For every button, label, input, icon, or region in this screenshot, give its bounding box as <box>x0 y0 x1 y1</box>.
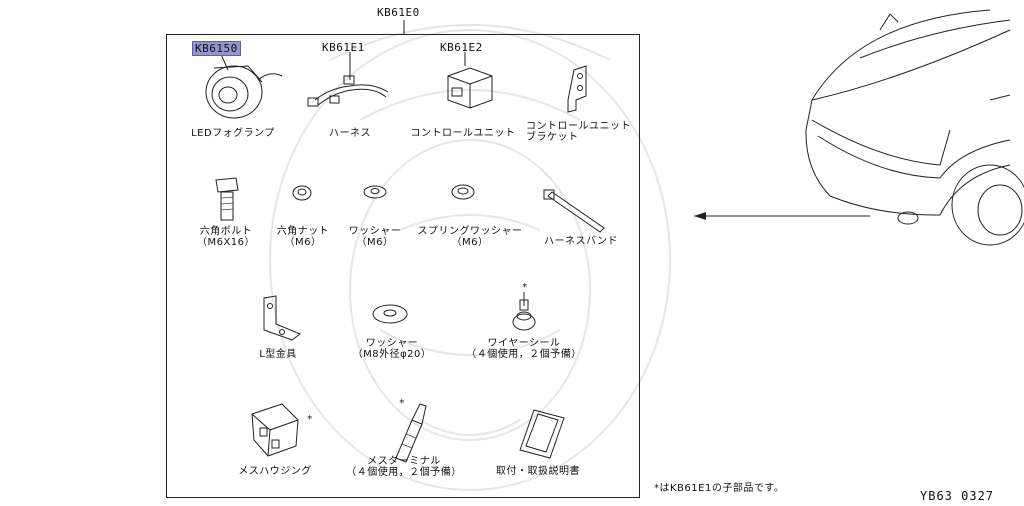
part-number-harness[interactable]: KB61E1 <box>322 41 365 54</box>
label-female-housing: メスハウジング <box>238 466 312 477</box>
drawing-code: YB63 0327 <box>920 489 995 503</box>
led-fog-lamp-drawing <box>205 51 283 119</box>
assembly-number: KB61E0 <box>377 6 420 19</box>
l-bracket-drawing <box>263 295 301 341</box>
washer-m6-drawing <box>363 185 387 199</box>
label-spring-washer-line1: スプリングワッシャー <box>417 226 523 237</box>
label-bracket-line2: ブラケット <box>526 132 579 143</box>
label-wire-seal-line1: ワイヤーシール <box>487 338 561 349</box>
harness-band-drawing <box>543 189 605 233</box>
large-washer-drawing <box>372 304 408 324</box>
label-washer-line2: （M6） <box>356 237 394 248</box>
mark-female-housing: * <box>307 414 313 425</box>
part-number-control-unit[interactable]: KB61E2 <box>440 41 483 54</box>
mark-terminal: * <box>399 398 405 409</box>
hex-nut-drawing <box>292 185 312 201</box>
label-harness-band: ハーネスバンド <box>544 236 618 247</box>
label-manual: 取付・取扱説明書 <box>496 466 580 477</box>
label-wire-seal-line2: （４個使用，２個予備） <box>466 349 582 360</box>
assembly-frame <box>166 34 640 498</box>
harness-drawing <box>307 52 389 107</box>
hex-bolt-drawing <box>215 177 239 221</box>
vehicle-drawing <box>805 9 1024 246</box>
mark-wire-seal: * <box>522 282 528 293</box>
part-number-lamp[interactable]: KB6150 <box>192 41 241 56</box>
label-led-fog-lamp: LEDフォグランプ <box>191 128 275 139</box>
label-control-unit: コントロールユニット <box>410 128 516 139</box>
label-terminal-line1: メスターミナル <box>367 456 441 467</box>
footnote: *はKB61E1の子部品です。 <box>654 483 785 494</box>
female-terminal-drawing <box>395 403 427 463</box>
label-bolt-line2: （M6X16） <box>196 237 256 248</box>
label-terminal-line2: （４個使用，２個予備） <box>346 467 462 478</box>
female-housing-drawing <box>251 403 299 457</box>
label-harness: ハーネス <box>329 128 371 139</box>
label-l-bracket: L型金具 <box>259 349 297 360</box>
manual-drawing <box>519 409 565 459</box>
label-washer-line1: ワッシャー <box>348 226 402 237</box>
label-nut-line1: 六角ナット <box>276 226 330 237</box>
label-spring-washer-line2: （M6） <box>451 237 489 248</box>
label-bolt-line1: 六角ボルト <box>199 226 253 237</box>
label-bracket-line1: コントロールユニット <box>526 121 631 132</box>
spring-washer-drawing <box>451 184 475 200</box>
control-unit-drawing <box>447 52 493 109</box>
wire-seal-drawing <box>512 292 536 331</box>
label-large-washer-line1: ワッシャー <box>365 338 419 349</box>
label-large-washer-line2: （M8外径φ20） <box>352 349 432 360</box>
label-nut-line2: （M6） <box>284 237 322 248</box>
bracket-drawing <box>567 65 587 113</box>
